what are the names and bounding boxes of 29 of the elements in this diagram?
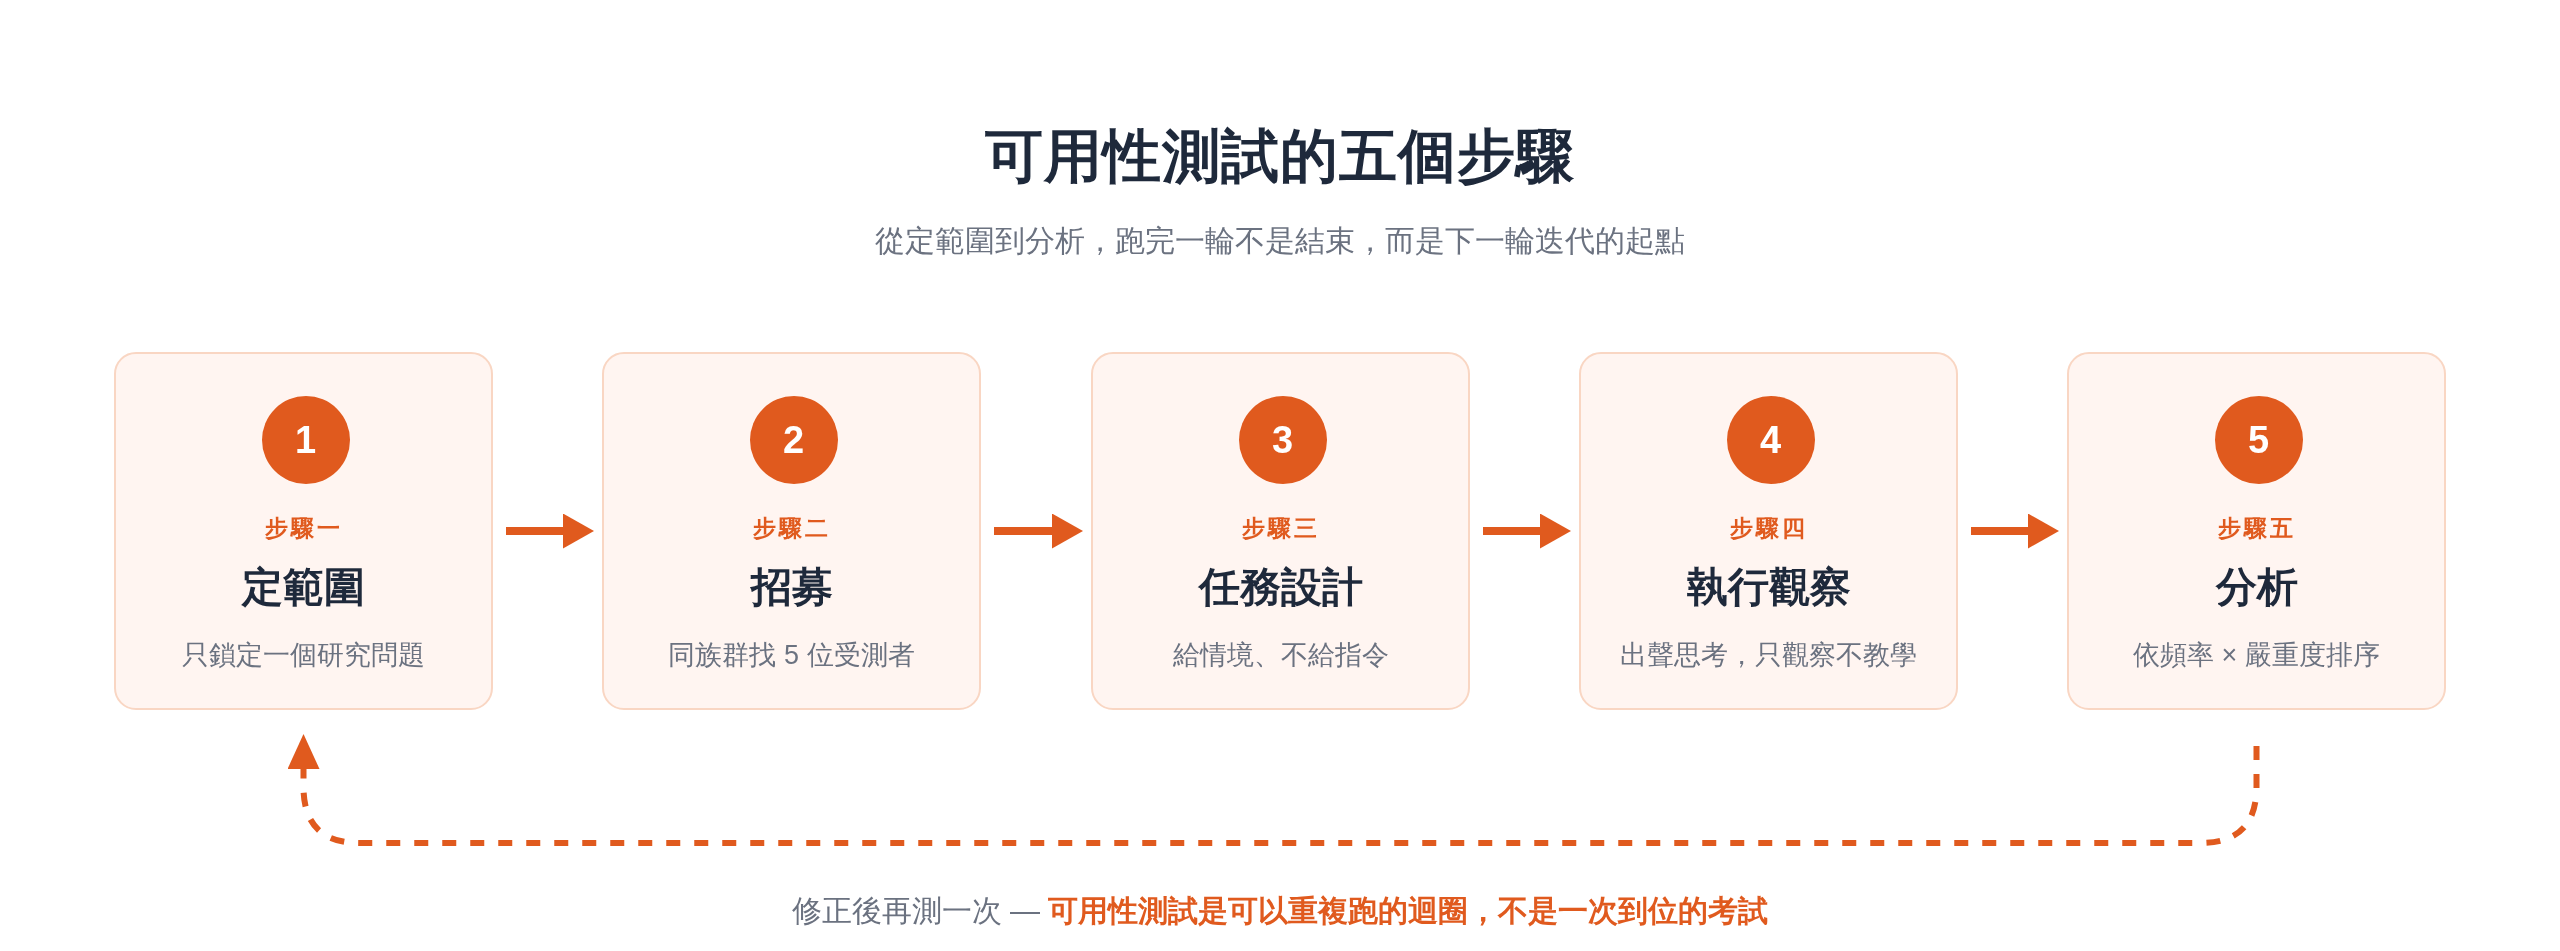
- step-card: [1091, 352, 1470, 710]
- step-number-badge: 2: [749, 396, 838, 484]
- step-label: 步驟一: [264, 514, 343, 543]
- title: 可用性測試的五個步驟: [985, 121, 1575, 190]
- step-number-badge: 3: [1238, 396, 1327, 484]
- step-card: [1579, 352, 1958, 710]
- step-description: 只鎖定一個研究問題: [182, 638, 425, 672]
- step-label: 步驟二: [752, 514, 831, 543]
- subtitle: 從定範圍到分析，跑完一輪不是結束，而是下一輪迭代的起點: [875, 222, 1685, 259]
- step-description: 同族群找 5 位受測者: [668, 638, 915, 672]
- step-title: 執行觀察: [1686, 562, 1851, 612]
- step-card: [2067, 352, 2446, 710]
- caption: 修正後再測一次 — 可用性測試是可以重複跑的迴圈，不是一次到位的考試: [791, 892, 1769, 929]
- step-card: [114, 352, 493, 710]
- step-description: 出聲思考，只觀察不教學: [1620, 638, 1917, 672]
- loop-arrow: [287, 734, 2260, 846]
- step-label: 步驟五: [2217, 514, 2296, 543]
- step-description: 給情境、不給指令: [1172, 638, 1389, 672]
- step-card: [602, 352, 981, 710]
- step-label: 步驟三: [1241, 514, 1320, 543]
- step-description: 依頻率 × 嚴重度排序: [2133, 638, 2380, 672]
- step-number-badge: 4: [1726, 396, 1815, 484]
- step-number-badge: 5: [2214, 396, 2303, 484]
- step-title: 任務設計: [1198, 562, 1363, 612]
- step-title: 分析: [2215, 562, 2298, 612]
- step-title: 招募: [750, 562, 833, 612]
- step-title: 定範圍: [242, 562, 365, 612]
- step-number-badge: 1: [261, 396, 350, 484]
- step-label: 步驟四: [1729, 514, 1808, 543]
